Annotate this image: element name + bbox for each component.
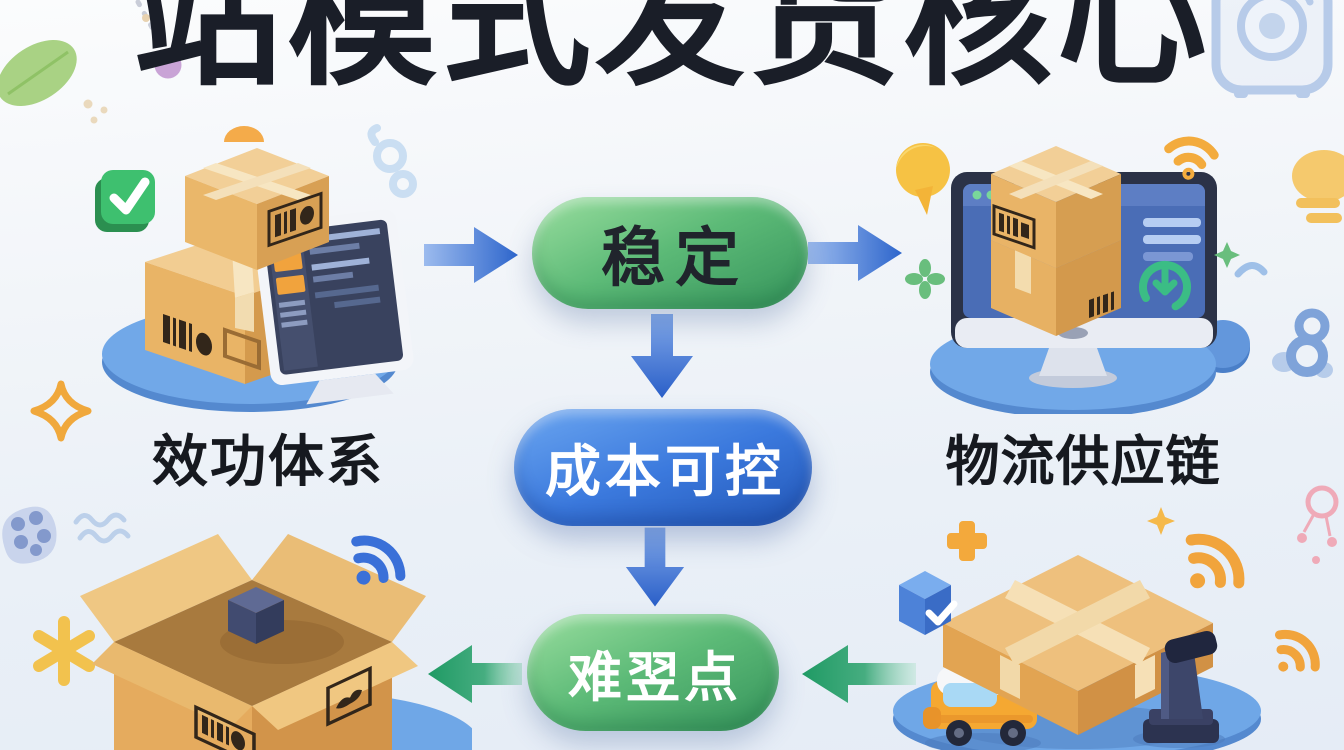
wifi-icon-blue: [351, 535, 406, 585]
flow-step-label: 稳定: [601, 222, 749, 294]
stacked-boxes: [991, 146, 1121, 336]
diamond-sparkle-decor: [30, 380, 92, 442]
arrow-down-blue-1: [631, 314, 693, 398]
appliance-icon: [1211, 0, 1333, 98]
beige-dots-decor: [83, 99, 108, 124]
asterisk-decor: [33, 616, 95, 686]
refresh-arrow-icon: [1139, 261, 1191, 313]
cube-in-box: [228, 587, 284, 644]
orange-blob-decor: [224, 126, 264, 142]
check-cube-icon: [899, 571, 958, 635]
open-box: [80, 534, 426, 750]
scanner-device: [1133, 630, 1225, 748]
illustration-boxes-with-monitor: [95, 124, 417, 412]
arrow-left-green-2: [802, 645, 916, 703]
barcode-label: [1089, 291, 1114, 318]
sparkle-icon: [1214, 242, 1240, 268]
arrow-left-green-1: [428, 645, 522, 703]
illustration-box-truck-scanner: [893, 507, 1261, 750]
dot-trail-decor: [135, 0, 182, 79]
stamp-label: [326, 665, 372, 727]
flow-step-label: 成本可控: [545, 440, 785, 503]
sparkle-icon: [1147, 507, 1175, 535]
illustration-monitor-with-boxes: [896, 136, 1240, 414]
plus-icon: [947, 521, 987, 561]
squiggle-lines-decor: [73, 512, 131, 544]
flow-step-cost-control: 成本可控: [514, 409, 812, 526]
chain-links-decor: [1272, 308, 1333, 378]
section-label-top-right: 物流供应链: [945, 432, 1221, 492]
blob-dots-decor: [2, 506, 57, 564]
squiggle-decor-icon: [367, 124, 417, 198]
flow-step-stable: 稳定: [532, 197, 808, 309]
molecule-decor: [1297, 485, 1339, 564]
wifi-icon: [1164, 136, 1219, 180]
barcode-label: [163, 314, 212, 356]
wifi-icon-orange: [1185, 533, 1245, 589]
yellow-blob-decor: [1292, 150, 1344, 223]
page-title: 站模式发货核心: [132, 0, 1211, 103]
flow-step-difficulty: 难翌点: [527, 614, 779, 731]
box-stamp-outline: [223, 327, 261, 371]
section-label-top-left: 效功体系: [152, 430, 384, 493]
wifi-icon-small: [1274, 629, 1320, 672]
small-box: [185, 148, 329, 270]
check-badge-icon: [95, 170, 155, 232]
balloon-icon: [896, 143, 950, 215]
sealed-box: [943, 555, 1213, 735]
illustration-open-box: [80, 534, 472, 750]
leaf-icon: [0, 40, 77, 106]
barcode-label: [194, 704, 256, 750]
arrow-right-blue-2: [808, 225, 902, 281]
arrow-right-blue-1: [424, 227, 518, 283]
flow-step-label: 难翌点: [568, 648, 742, 708]
clover-icon: [905, 259, 945, 299]
arrow-down-blue-2: [625, 527, 685, 607]
barcode-label-small: [267, 191, 323, 248]
barcode-label: [992, 203, 1036, 250]
